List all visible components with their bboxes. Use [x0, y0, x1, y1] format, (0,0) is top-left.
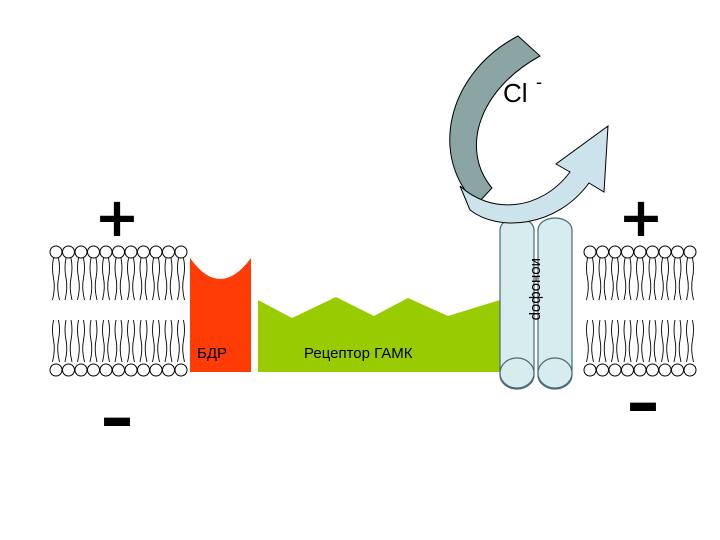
lipid-tail	[661, 257, 669, 301]
lipid-tail	[648, 319, 657, 363]
lipid-tail	[623, 257, 632, 301]
lipid-tail	[114, 319, 123, 363]
lipid-tail	[139, 257, 148, 301]
lipid-tail	[102, 257, 110, 301]
lipid-tail	[661, 319, 669, 363]
lipid-tail	[598, 319, 607, 363]
lipid-tail	[623, 319, 632, 363]
lipid-tail	[686, 257, 694, 301]
lipid-tail	[127, 319, 135, 363]
plus-sign-left: +	[94, 186, 139, 249]
lipid-head	[162, 363, 175, 377]
lipid-tail	[177, 319, 185, 363]
ion-charge: -	[536, 72, 542, 92]
ionophore-channel	[499, 217, 573, 390]
lipid-head	[162, 245, 175, 259]
lipid-head	[137, 363, 150, 377]
lipid-tail	[177, 257, 185, 301]
lipid-tail	[586, 257, 594, 301]
lipid-head	[74, 363, 88, 377]
lipid-head	[62, 363, 75, 377]
lipid-head	[608, 363, 622, 377]
bdr-block	[190, 258, 251, 372]
lipid-tail	[102, 319, 110, 363]
lipid-head	[596, 245, 609, 259]
lipid-tail	[611, 319, 619, 363]
lipid-tail	[64, 319, 73, 363]
lipid-tail	[673, 257, 682, 301]
lipid-tail	[89, 257, 98, 301]
minus-sign-left: –	[101, 379, 134, 456]
lipid-head	[671, 245, 684, 259]
lipid-head	[149, 245, 163, 259]
lipid-tail	[52, 319, 60, 363]
bdr-label: БДР	[197, 345, 227, 362]
lipid-head	[49, 363, 63, 377]
ionophore-cap-left	[499, 357, 535, 389]
lipid-head	[74, 245, 88, 259]
lipid-head	[174, 363, 188, 377]
lipid-head	[99, 363, 113, 377]
lipid-head	[149, 363, 163, 377]
lipid-head	[683, 245, 697, 259]
lipid-tail	[648, 257, 657, 301]
ionophore-cap-right	[537, 357, 573, 389]
lipid-tail	[64, 257, 73, 301]
lipid-tail	[598, 257, 607, 301]
ionophore-label: ионофор	[528, 258, 545, 320]
lipid-head	[62, 245, 75, 259]
plus-sign-right: +	[618, 186, 663, 249]
lipid-head	[596, 363, 609, 377]
chloride-inflow-arrow	[449, 35, 541, 205]
gaba-receptor-label: Рецептор ГАМК	[304, 345, 413, 362]
lipid-tail	[152, 319, 160, 363]
lipid-tail	[89, 319, 98, 363]
membrane-left	[49, 245, 188, 377]
lipid-tail	[77, 319, 85, 363]
lipid-tail	[139, 319, 148, 363]
lipid-tail	[586, 319, 594, 363]
lipid-head	[112, 363, 125, 377]
lipid-head	[671, 363, 684, 377]
lipid-head	[583, 245, 597, 259]
lipid-tail	[686, 319, 694, 363]
lipid-tail	[52, 257, 60, 301]
lipid-head	[658, 363, 672, 377]
lipid-head	[174, 245, 188, 259]
lipid-head	[683, 363, 697, 377]
lipid-head	[583, 363, 597, 377]
lipid-tail	[127, 257, 135, 301]
lipid-tail	[77, 257, 85, 301]
lipid-tail	[611, 257, 619, 301]
gaba-receptor	[258, 297, 500, 372]
lipid-head	[124, 363, 138, 377]
chloride-outflow-arrow	[459, 124, 609, 224]
lipid-tail	[114, 257, 123, 301]
ion-label: Cl	[503, 78, 528, 108]
minus-sign-right: –	[627, 364, 660, 441]
lipid-tail	[673, 319, 682, 363]
lipid-tail	[164, 319, 173, 363]
lipid-tail	[636, 257, 644, 301]
lipid-tail	[636, 319, 644, 363]
membrane-right	[583, 245, 697, 377]
lipid-tail	[152, 257, 160, 301]
lipid-head	[49, 245, 63, 259]
lipid-tail	[164, 257, 173, 301]
lipid-head	[87, 363, 100, 377]
